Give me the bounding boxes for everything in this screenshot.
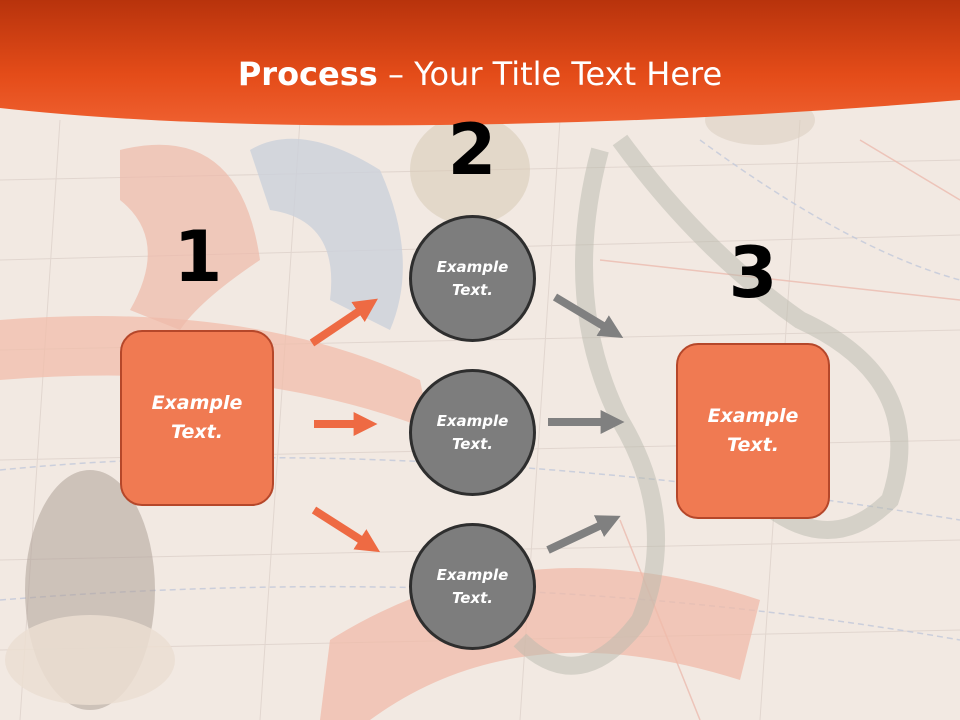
- step2-circle-3: Example Text.: [409, 523, 536, 650]
- step-number-2: 2: [447, 109, 497, 191]
- title-bold: Process: [237, 55, 378, 93]
- step-number-3: 3: [728, 232, 778, 314]
- step2-circle-1: Example Text.: [409, 215, 536, 342]
- step1-text: Example Text.: [151, 392, 243, 443]
- step2-circle-1-text: Example Text.: [436, 257, 509, 299]
- title-rest: – Your Title Text Here: [377, 55, 723, 93]
- header-banner: [0, 0, 960, 126]
- slide-title: Process – Your Title Text Here: [0, 50, 960, 98]
- step2-circle-3-text: Example Text.: [436, 565, 509, 607]
- step3-text: Example Text.: [707, 405, 799, 456]
- step3-box: Example Text.: [676, 343, 830, 519]
- step1-box: Example Text.: [120, 330, 274, 506]
- step2-circle-2-text: Example Text.: [436, 411, 509, 453]
- step-number-1: 1: [173, 216, 223, 298]
- step2-circle-2: Example Text.: [409, 369, 536, 496]
